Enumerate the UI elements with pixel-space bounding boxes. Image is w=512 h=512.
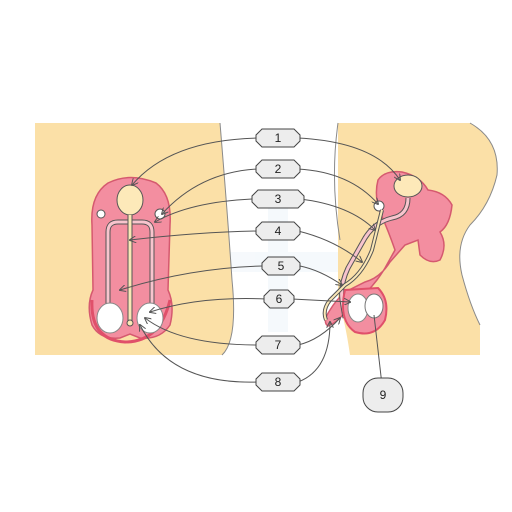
- leader-9: [373, 314, 383, 386]
- leader-6-left: [150, 298, 267, 312]
- label-box-5[interactable]: 5: [261, 256, 301, 276]
- leader-7-right: [297, 318, 340, 346]
- side-organ-outline: [324, 170, 453, 327]
- leader-7-left: [145, 318, 259, 346]
- front-testis-right: [136, 302, 164, 334]
- side-urethra-inner: [323, 209, 383, 321]
- leader-1-left: [132, 137, 259, 185]
- side-testis: [364, 293, 384, 319]
- leader-1-right: [297, 137, 400, 180]
- label-7-text: 7: [275, 338, 282, 352]
- side-vesicle: [373, 200, 385, 212]
- label-1-text: 1: [275, 131, 282, 145]
- label-2-text: 2: [275, 162, 282, 176]
- front-testis-left: [96, 302, 124, 334]
- front-vesicle-left: [96, 209, 106, 219]
- label-3-text: 3: [275, 192, 282, 206]
- front-urethra-tip: [126, 319, 134, 327]
- leader-4-right: [297, 230, 362, 262]
- leader-5-left: [120, 265, 263, 290]
- side-view-back-outline: [459, 122, 498, 326]
- leader-2-left: [162, 168, 259, 214]
- leader-6-right: [291, 299, 350, 302]
- leader-lines: [120, 137, 400, 386]
- label-4-text: 4: [275, 224, 282, 238]
- label-5-text: 5: [278, 259, 285, 273]
- label-9-text: 9: [380, 388, 387, 402]
- label-box-7[interactable]: 7: [255, 335, 301, 355]
- label-box-8[interactable]: 8: [255, 372, 301, 392]
- leader-8-left: [140, 325, 259, 383]
- leader-2-right: [297, 168, 378, 204]
- label-6-text: 6: [276, 292, 283, 306]
- front-view-right-edge: [219, 122, 235, 356]
- leader-4-left: [130, 230, 259, 240]
- side-view-front-outline: [333, 122, 341, 241]
- front-bladder: [116, 184, 144, 216]
- label-box-2[interactable]: 2: [255, 159, 301, 179]
- leader-3-left: [155, 198, 253, 222]
- label-8-text: 8: [275, 375, 282, 389]
- leader-3-right: [299, 198, 375, 230]
- leader-5-right: [299, 265, 342, 285]
- side-bladder: [393, 174, 423, 198]
- label-box-3[interactable]: 3: [251, 189, 305, 209]
- label-box-6[interactable]: 6: [263, 289, 295, 309]
- leader-8-right: [297, 322, 330, 383]
- label-box-4[interactable]: 4: [255, 221, 301, 241]
- label-box-9[interactable]: 9: [362, 377, 404, 413]
- label-box-1[interactable]: 1: [255, 128, 301, 148]
